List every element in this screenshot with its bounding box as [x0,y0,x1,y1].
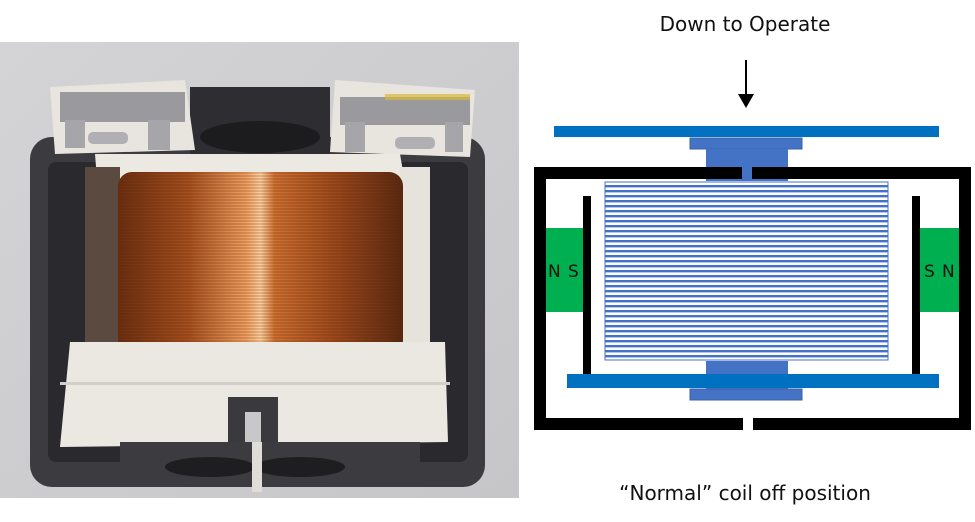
left-magnet [546,228,583,312]
relay-diagram: N S S N [534,60,971,430]
left-magnet-outer-pole: N [548,262,561,282]
left-pole-piece [583,196,591,376]
magnetic-frame [534,167,971,430]
top-armature [554,126,939,137]
down-arrow-icon [738,60,754,108]
left-terminal [60,92,185,122]
bottom-plunger-cap [689,388,803,401]
right-magnet [920,228,959,312]
coil-winding [604,181,889,361]
left-magnet-inner-pole: S [568,262,579,282]
right-magnet-inner-pole: S [924,262,935,282]
relay-coil-photo [0,42,519,498]
right-magnet-outer-pole: N [942,262,955,282]
diagram-caption: “Normal” coil off position [619,481,871,505]
right-pole-piece [912,196,920,376]
top-plunger-cap [689,137,803,150]
diagram-title: Down to Operate [659,12,831,36]
right-terminal [340,97,470,125]
bottom-armature [567,374,939,388]
bobbin-base [60,342,448,447]
